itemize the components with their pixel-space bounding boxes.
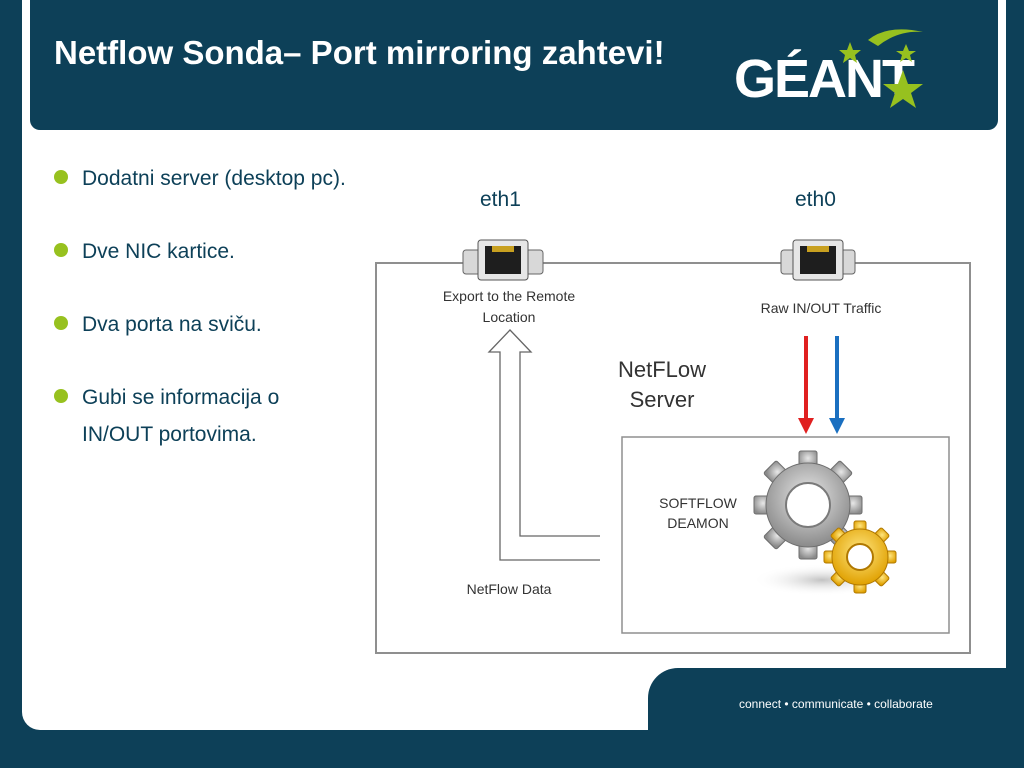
geant-logo: GÉANT (728, 22, 948, 117)
bullet-dot-icon (54, 170, 68, 184)
netflow-data-label: NetFlow Data (467, 581, 552, 597)
bullet-text: Dodatni server (desktop pc). (82, 167, 346, 190)
logo-text: GÉANT (734, 49, 915, 109)
daemon-label-line2: DEAMON (667, 515, 728, 531)
bullet-dot-icon (54, 316, 68, 330)
raw-traffic-label: Raw IN/OUT Traffic (761, 300, 882, 316)
bullet-text: Gubi se informacija o (82, 386, 280, 409)
daemon-label: SOFTFLOW (659, 495, 738, 511)
server-title-line2: Server (630, 387, 695, 412)
bullet-list: Dodatni server (desktop pc). Dve NIC kar… (54, 160, 382, 453)
bullet-dot-icon (54, 243, 68, 257)
footer-tagline: connect • communicate • collaborate (739, 697, 933, 711)
bullet-item: Dva porta na sviču. (54, 306, 382, 343)
bullet-text: Dve NIC kartice. (82, 240, 235, 263)
out-traffic-arrow (829, 336, 845, 434)
export-flow-arrow (487, 329, 600, 561)
rj45-port-icon (462, 239, 544, 281)
gear-icon (753, 450, 863, 560)
rj45-port-icon (780, 239, 856, 281)
bullet-text-continued: IN/OUT portovima. (82, 423, 257, 446)
bullet-dot-icon (54, 389, 68, 403)
bullet-text: Dva porta na sviču. (82, 313, 262, 336)
in-traffic-arrow (798, 336, 814, 434)
star-icon (839, 29, 923, 108)
header-bar (30, 0, 998, 130)
export-label-line2: Location (483, 309, 536, 325)
bullet-item: Gubi se informacija o IN/OUT portovima. (54, 379, 382, 453)
slide-title: Netflow Sonda– Port mirroring zahtevi! (54, 34, 665, 71)
server-title: NetFLow (618, 357, 706, 382)
footer-tab (648, 668, 1024, 730)
bullet-item: Dodatni server (desktop pc). (54, 160, 382, 197)
eth1-label: eth1 (480, 188, 521, 211)
netflow-diagram: Export to the Remote Location Raw IN/OUT… (375, 239, 971, 654)
export-label: Export to the Remote (443, 288, 576, 304)
gear-icon (823, 520, 897, 594)
bullet-item: Dve NIC kartice. (54, 233, 382, 270)
eth0-label: eth0 (795, 188, 836, 211)
